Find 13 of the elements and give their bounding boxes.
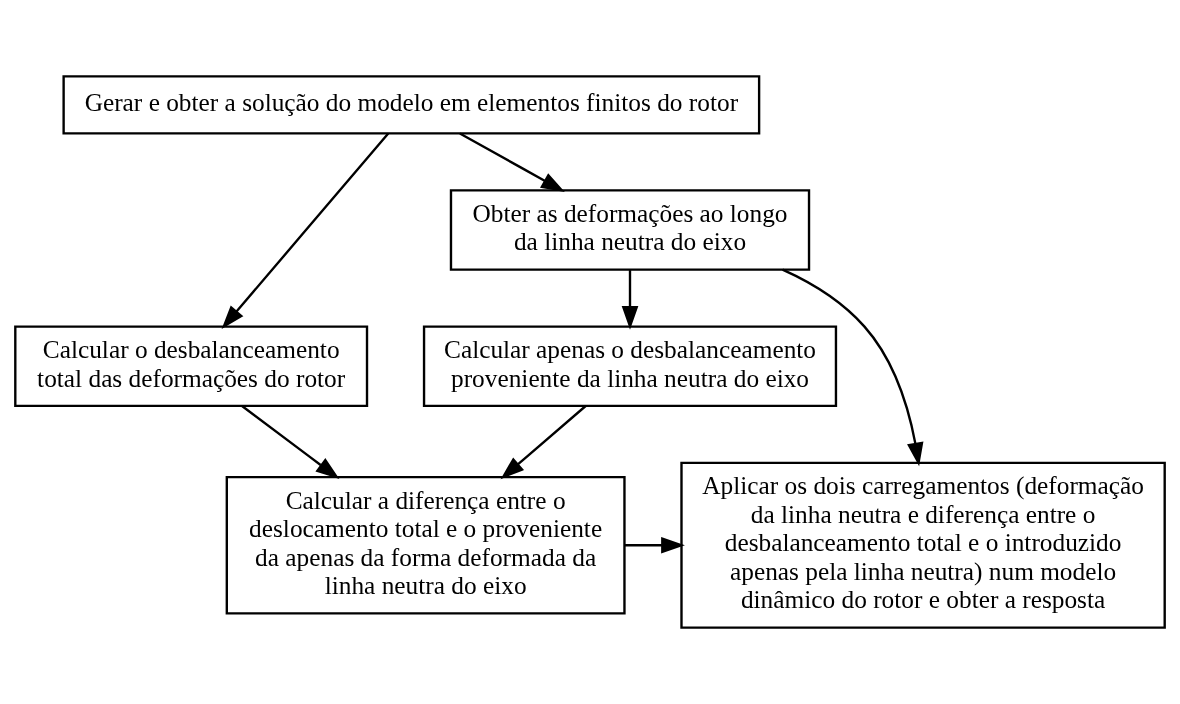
arrow <box>241 405 340 480</box>
arrow <box>621 270 639 330</box>
arrow <box>221 132 390 329</box>
node-box: Gerar e obter a solução do modelo em elementos finitos do rotor <box>62 75 761 135</box>
node-box: Calcular o desbalanceamento total das deformações do rotor <box>14 325 369 408</box>
arrow <box>624 536 685 554</box>
node-box: Calcular apenas o desbalanceamento proveniente da linha neutra do eixo <box>422 325 838 408</box>
node-box: Aplicar os dois carregamentos (deformação da linha neutra e diferença entre o desbalanceamento total e o introduzido apenas pela linha neutra) num modelo dinâmico do rotor e obter a resposta <box>680 461 1166 629</box>
node-box: Obter as deformações ao longo da linha neutra do eixo <box>449 189 811 271</box>
node-box: Calcular a diferença entre o deslocamento total e o proveniente da apenas da forma deformada da linha neutra do eixo <box>225 475 626 615</box>
arrow <box>500 405 587 480</box>
arrow <box>782 268 924 467</box>
arrow <box>459 132 565 193</box>
